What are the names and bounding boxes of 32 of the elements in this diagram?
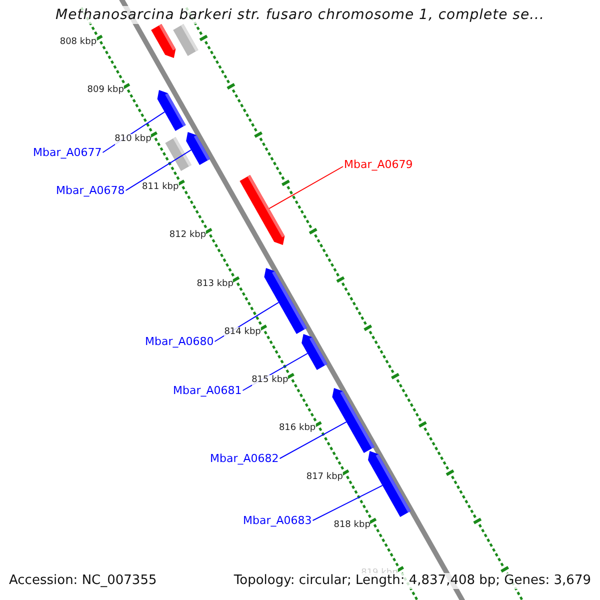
leader-line: [268, 166, 344, 210]
accession-text: Accession: NC_007355: [9, 573, 157, 589]
tick-label: 810 kbp: [114, 134, 152, 145]
tick-label: 809 kbp: [87, 85, 124, 96]
tick-label: 816 kbp: [278, 423, 316, 434]
gene-block: [368, 451, 411, 517]
tick-label: 814 kbp: [224, 326, 261, 338]
gene-label: Mbar_A0680: [145, 335, 214, 348]
gene-block: [186, 132, 210, 165]
tick-label: 811 kbp: [142, 182, 179, 193]
gene-block: [151, 24, 176, 58]
tick-label: 818 kbp: [334, 520, 370, 531]
tick-label: 815 kbp: [252, 375, 288, 386]
gene-label: Mbar_A0682: [210, 452, 279, 465]
gene-block: [302, 334, 328, 370]
gene-label: Mbar_A0677: [33, 146, 102, 159]
gene-label: Mbar_A0679: [344, 158, 413, 171]
gene-block: [264, 268, 307, 334]
gene-block: [240, 175, 285, 245]
gene-label: Mbar_A0681: [173, 384, 242, 397]
tick-label: 817 kbp: [306, 472, 344, 483]
gene-block: [173, 24, 198, 56]
leader-line: [125, 149, 192, 191]
leader-line: [312, 484, 383, 521]
tick-label: 813 kbp: [196, 278, 234, 290]
tick-label: 812 kbp: [169, 230, 206, 242]
gene-label: Mbar_A0683: [243, 514, 312, 527]
leader-line: [279, 421, 347, 459]
gene-block: [332, 388, 374, 453]
gene-block: [157, 90, 186, 131]
gene-label: Mbar_A0678: [56, 184, 125, 197]
tick-label: 808 kbp: [60, 37, 97, 48]
